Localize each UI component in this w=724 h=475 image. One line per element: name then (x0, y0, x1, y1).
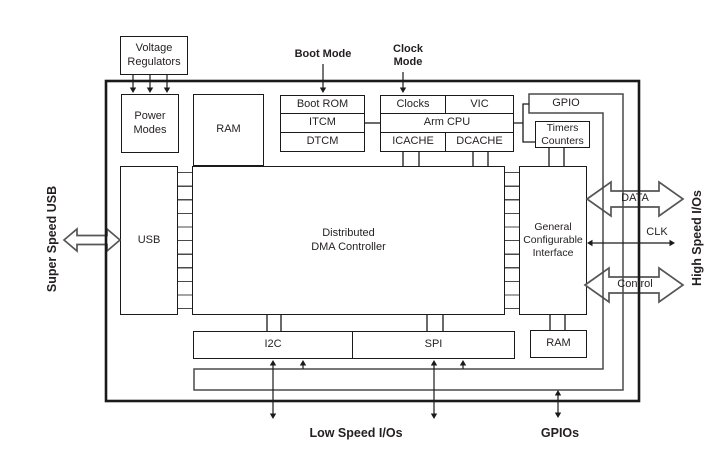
power-modes-label: Power Modes (133, 110, 167, 136)
cache-dma-stubs (402, 152, 489, 166)
ram-bottom-box: RAM (530, 330, 587, 358)
dcache-label: DCACHE (456, 135, 503, 148)
ram-bottom-label: RAM (546, 337, 571, 350)
voltage-regulators-box: Voltage Regulators (120, 36, 188, 75)
gci-ram-stubs (549, 315, 566, 330)
ram-top-label: RAM (216, 123, 241, 136)
boot-mode-label: Boot Mode (294, 48, 352, 61)
timers-counters-label: Timers Counters (541, 121, 584, 147)
clk-bus-label: CLK (646, 226, 668, 238)
boot-rom-box: Boot ROM (280, 95, 365, 114)
gpio-label: GPIO (552, 96, 580, 109)
vic-box: VIC (446, 95, 514, 114)
dtcm-label: DTCM (306, 135, 339, 148)
boot-mode-arrow (319, 64, 327, 93)
icache-label: ICACHE (392, 135, 434, 148)
clock-mode-arrow (399, 72, 407, 93)
clocks-box: Clocks (380, 95, 446, 114)
timers-counters-box: Timers Counters (535, 121, 590, 148)
clocks-label: Clocks (396, 97, 430, 110)
ram-top-box: RAM (193, 94, 264, 166)
clk-arrow (587, 239, 675, 247)
voltage-regulators-label: Voltage Regulators (127, 42, 181, 68)
super-speed-usb-label: Super Speed USB (45, 185, 59, 293)
itcm-label: ITCM (309, 116, 336, 129)
arm-cpu-box: Arm CPU (380, 114, 514, 133)
high-speed-ios-label: High Speed I/Os (690, 190, 704, 286)
usb-box: USB (120, 166, 178, 315)
gpios-label: GPIOs (540, 426, 580, 440)
bus-to-spi-arrow (459, 360, 467, 369)
spi-low-speed-arrow (430, 360, 438, 419)
spi-label: SPI (424, 338, 443, 351)
dma-controller-label: Distributed DMA Controller (311, 227, 386, 253)
i2c-label: I2C (264, 338, 282, 351)
usb-dma-bus-ladder (178, 172, 192, 310)
icache-box: ICACHE (380, 133, 446, 152)
boot-rom-label: Boot ROM (296, 97, 349, 110)
general-configurable-interface-label: General Configurable Interface (523, 221, 583, 259)
usb-label: USB (137, 233, 161, 246)
gpios-arrow (554, 390, 562, 418)
dma-gci-bus-ladder (505, 172, 519, 310)
bus-to-i2c-arrow (299, 360, 307, 369)
low-speed-ios-label: Low Speed I/Os (309, 426, 403, 440)
general-configurable-interface-box: General Configurable Interface (519, 166, 587, 315)
dcache-box: DCACHE (446, 133, 514, 152)
arm-cpu-label: Arm CPU (423, 116, 471, 129)
power-modes-box: Power Modes (121, 94, 179, 153)
dtcm-box: DTCM (280, 133, 365, 152)
dma-controller-box: Distributed DMA Controller (192, 166, 505, 315)
clock-mode-label: Clock Mode (393, 42, 423, 68)
spi-box: SPI (353, 331, 515, 359)
voltage-regulator-arrows (129, 75, 171, 93)
timers-gci-stubs (548, 148, 565, 166)
i2c-box: I2C (193, 331, 353, 359)
super-speed-usb-arrow (62, 227, 122, 253)
dma-i2c-spi-stubs (266, 315, 444, 331)
data-bus-label: DATA (621, 192, 649, 204)
i2c-low-speed-arrow (269, 360, 277, 419)
itcm-box: ITCM (280, 114, 365, 133)
vic-label: VIC (470, 97, 489, 110)
control-bus-label: Control (617, 278, 653, 290)
